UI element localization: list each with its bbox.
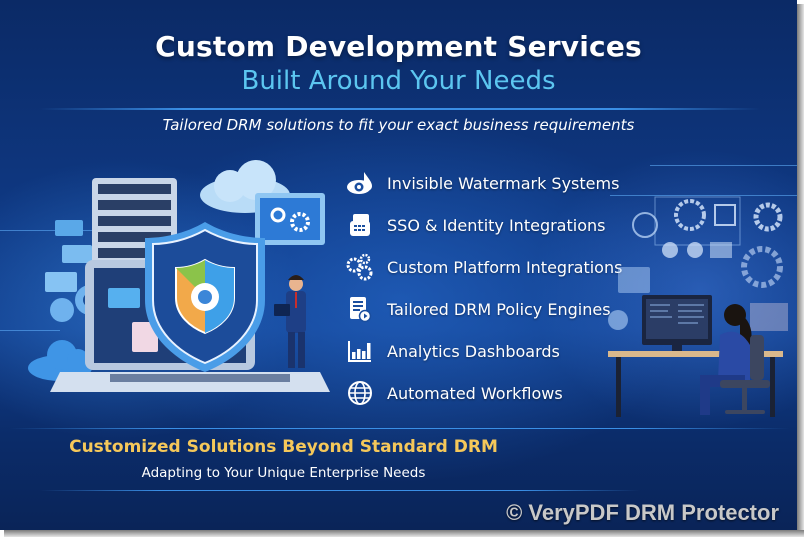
page-title: Custom Development Services bbox=[155, 30, 642, 63]
shield-icon bbox=[145, 222, 265, 372]
feature-item: Custom Platform Integrations bbox=[345, 246, 625, 288]
gear-icon bbox=[753, 202, 783, 232]
globe-icon bbox=[345, 379, 375, 407]
drop-shadow-right bbox=[797, 4, 804, 537]
developer-illustration bbox=[600, 195, 797, 430]
office-chair bbox=[720, 335, 770, 414]
message-icon bbox=[55, 220, 83, 236]
drop-shadow-bottom bbox=[4, 530, 804, 537]
message-icon bbox=[62, 245, 92, 263]
feature-item: Tailored DRM Policy Engines bbox=[345, 288, 625, 330]
bar-chart-icon bbox=[345, 337, 375, 365]
footer-subtitle: Adapting to Your Unique Enterprise Needs bbox=[141, 465, 426, 481]
computer-monitor-icon bbox=[642, 295, 712, 351]
security-illustration bbox=[20, 160, 340, 410]
monitor-gear-icon bbox=[255, 193, 325, 245]
banner: Custom Development Services Built Around… bbox=[0, 0, 797, 530]
tagline: Tailored DRM solutions to fit your exact… bbox=[162, 116, 635, 134]
feature-list: Invisible Watermark Systems SSO & Identi… bbox=[345, 162, 625, 414]
feature-item: Analytics Dashboards bbox=[345, 330, 625, 372]
gear-icon bbox=[741, 246, 783, 288]
feature-item: Invisible Watermark Systems bbox=[345, 162, 625, 204]
clock-icon bbox=[608, 310, 628, 330]
eye-watermark-icon bbox=[345, 169, 375, 197]
circuit-line-decoration bbox=[0, 330, 60, 371]
cloud-icon bbox=[200, 160, 290, 213]
circuit-line-decoration bbox=[610, 195, 797, 197]
divider bbox=[40, 108, 760, 110]
copyright-watermark: © VeryPDF DRM Protector bbox=[506, 500, 779, 525]
user-card-icon bbox=[714, 204, 736, 226]
gears-icon bbox=[345, 253, 375, 281]
businessman-figure bbox=[274, 275, 306, 368]
developer-figure bbox=[700, 304, 752, 415]
chart-card-icon bbox=[750, 303, 788, 331]
circuit-line-decoration bbox=[650, 165, 797, 186]
id-card-keyboard-icon bbox=[345, 211, 375, 239]
divider bbox=[40, 490, 640, 491]
page-subtitle: Built Around Your Needs bbox=[241, 66, 556, 96]
org-chart-icon bbox=[618, 267, 650, 293]
policy-document-icon bbox=[345, 295, 375, 323]
desk bbox=[608, 351, 783, 357]
mail-icon bbox=[45, 272, 77, 292]
globe-icon bbox=[632, 212, 658, 238]
feature-item: Automated Workflows bbox=[345, 372, 625, 414]
gear-icon bbox=[674, 199, 706, 231]
footer-title: Customized Solutions Beyond Standard DRM bbox=[69, 437, 498, 457]
feature-item: SSO & Identity Integrations bbox=[345, 204, 625, 246]
divider bbox=[10, 428, 790, 429]
